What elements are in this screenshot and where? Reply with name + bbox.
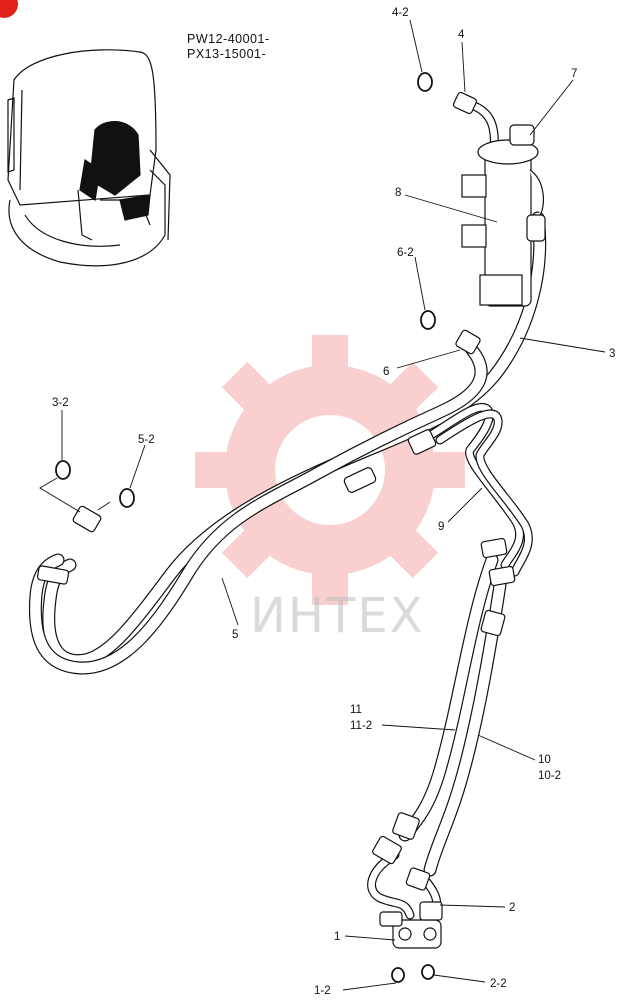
- label-5-2: 5-2: [138, 434, 155, 446]
- label-4-2: 4-2: [392, 7, 409, 19]
- label-2-2: 2-2: [490, 978, 507, 990]
- label-1: 1: [334, 931, 340, 943]
- watermark-text: ИНТЕХ: [250, 588, 425, 644]
- label-3-2: 3-2: [52, 397, 69, 409]
- label-5: 5: [232, 629, 238, 641]
- label-7: 7: [571, 68, 577, 80]
- hose-11: [398, 553, 499, 842]
- label-1-2: 1-2: [314, 985, 331, 997]
- expansion-block: [379, 901, 443, 949]
- leader-lines: [39, 19, 606, 991]
- o-ring-6-2: [420, 310, 436, 330]
- o-ring-1-2: [391, 967, 405, 983]
- label-3: 3: [609, 348, 615, 360]
- label-4: 4: [458, 29, 465, 41]
- o-ring-4-2: [417, 72, 433, 92]
- o-ring-5-2: [119, 488, 135, 508]
- gear-watermark-icon: [195, 335, 465, 605]
- label-11-2: 11-2: [350, 720, 372, 732]
- label-10: 10: [538, 754, 551, 766]
- serial-range-1: PW12-40001-: [187, 32, 270, 46]
- o-ring-3-2: [55, 460, 71, 480]
- red-corner-marker-icon: [0, 0, 18, 18]
- pipe-9: [423, 402, 533, 577]
- label-8: 8: [395, 187, 401, 199]
- receiver-8: [461, 124, 546, 307]
- hose-5: [28, 343, 488, 675]
- label-9: 9: [438, 521, 444, 533]
- label-6: 6: [383, 366, 389, 378]
- hose-10: [423, 578, 507, 877]
- fittings: [36, 91, 516, 891]
- label-2: 2: [509, 902, 515, 914]
- label-11: 11: [350, 704, 362, 716]
- label-6-2: 6-2: [397, 247, 414, 259]
- o-ring-2-2: [421, 964, 435, 980]
- label-10-2: 10-2: [538, 770, 561, 782]
- serial-range-2: PX13-15001-: [187, 47, 266, 61]
- excavator-cab-inset-icon: [7, 49, 171, 267]
